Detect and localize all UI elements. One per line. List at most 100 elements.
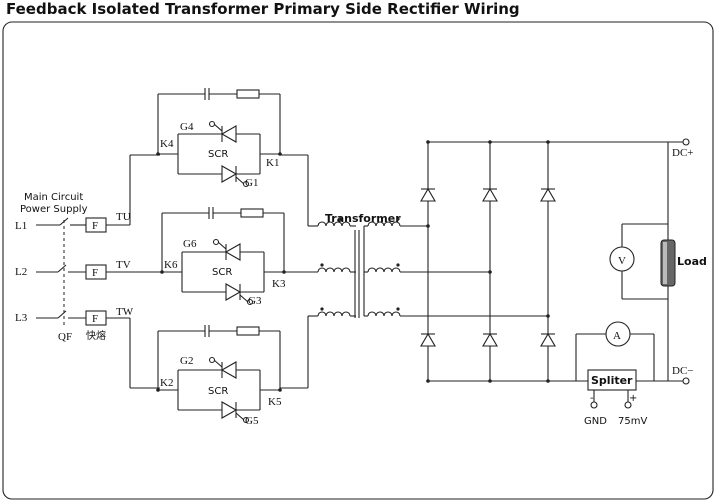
junction-dot xyxy=(278,388,282,392)
snubber-resistor xyxy=(236,89,260,99)
gate-lead xyxy=(213,359,223,368)
thyristor-triangle xyxy=(221,401,238,419)
l2-label: L2 xyxy=(15,266,27,278)
gate-terminal xyxy=(242,416,250,424)
fuse-l2-label: F xyxy=(92,267,98,279)
secondary-coil-2 xyxy=(367,267,401,273)
g1-label: G1 xyxy=(245,177,258,189)
main-circuit-label-2: Power Supply xyxy=(20,204,88,215)
l1-label: L1 xyxy=(15,220,27,232)
polarity-dot xyxy=(396,307,400,311)
scr-lower xyxy=(221,165,250,188)
scr-lower xyxy=(225,283,254,306)
g6-label: G6 xyxy=(183,238,197,250)
voltmeter-symbol: V xyxy=(618,255,626,267)
junction-dot xyxy=(160,270,164,274)
scr-upper xyxy=(208,356,237,379)
diode-upper-2 xyxy=(482,187,498,202)
coil-winding xyxy=(317,221,351,227)
ammeter-symbol: A xyxy=(613,330,621,342)
gate-terminal xyxy=(246,298,254,306)
splitter-box xyxy=(587,369,637,391)
scr-top-label: SCR xyxy=(208,149,228,160)
diode-triangle xyxy=(482,187,498,202)
coil-winding xyxy=(317,311,351,317)
thyristor-triangle xyxy=(221,165,238,183)
k2-label: K2 xyxy=(160,377,173,389)
transformer-label: Transformer xyxy=(325,212,401,225)
diode-lower-2 xyxy=(482,332,498,347)
ammeter-icon xyxy=(605,321,631,347)
diode-triangle xyxy=(420,332,436,347)
coil-winding xyxy=(367,267,401,273)
diode-triangle xyxy=(540,187,556,202)
load-highlight xyxy=(663,242,667,284)
k5-label: K5 xyxy=(268,396,282,408)
voltmeter-icon xyxy=(609,246,635,272)
diode-triangle xyxy=(482,332,498,347)
primary-coil-1 xyxy=(317,221,351,227)
rectifier-bridge xyxy=(400,140,556,383)
fuse-l1-label: F xyxy=(92,220,98,232)
thyristor-triangle xyxy=(224,243,241,261)
junction-dot xyxy=(488,270,492,274)
snubber-resistor xyxy=(236,326,260,336)
scr-modules xyxy=(156,88,286,424)
gate-terminal xyxy=(242,180,250,188)
tv-label: TV xyxy=(116,259,131,271)
dc-plus-label: DC+ xyxy=(672,147,693,159)
phase-l1-line xyxy=(36,154,160,233)
g2-label: G2 xyxy=(180,355,193,367)
tu-label: TU xyxy=(116,211,131,223)
junction-dot xyxy=(156,388,160,392)
diagram-title: Feedback Isolated Transformer Primary Si… xyxy=(6,0,520,18)
coil-winding xyxy=(367,311,401,317)
primary-coil-2 xyxy=(317,267,351,273)
g4-label: G4 xyxy=(180,121,194,133)
gate-terminal xyxy=(212,238,220,246)
thyristor-triangle xyxy=(225,283,242,301)
mv-terminal xyxy=(624,401,632,409)
snubber-resistor xyxy=(240,208,264,218)
diode-triangle xyxy=(420,187,436,202)
scr-upper xyxy=(208,120,237,143)
gate-lead xyxy=(217,241,227,250)
gate-lead xyxy=(235,412,245,421)
secondary-coil-1 xyxy=(367,221,401,227)
thyristor-triangle xyxy=(220,125,237,143)
diode-triangle xyxy=(540,332,556,347)
k6-label: K6 xyxy=(164,259,178,271)
transformer xyxy=(317,217,401,318)
thyristor-triangle xyxy=(220,361,237,379)
dc-bus xyxy=(428,138,690,385)
scr-upper xyxy=(212,238,241,261)
junction-dot xyxy=(426,224,430,228)
k1-label: K1 xyxy=(266,157,279,169)
g3-label: G3 xyxy=(248,295,262,307)
junction-dot xyxy=(156,152,160,156)
qf-label: QF xyxy=(58,331,72,343)
g5-label: G5 xyxy=(245,415,259,427)
k4-label: K4 xyxy=(160,138,174,150)
fuse-l3-label: F xyxy=(92,313,98,325)
coil-winding xyxy=(317,267,351,273)
scr-mid-label: SCR xyxy=(212,267,232,278)
scr-module-top xyxy=(156,88,282,188)
polarity-dot xyxy=(320,263,324,267)
polarity-dot xyxy=(320,307,324,311)
polarity-dot xyxy=(396,217,400,221)
junction-dot xyxy=(546,314,550,318)
diode-upper-3 xyxy=(540,187,556,202)
gnd-label: GND xyxy=(584,416,607,427)
splitter-label: Spliter xyxy=(591,374,633,387)
primary-coil-3 xyxy=(317,311,351,317)
diode-lower-1 xyxy=(420,332,436,347)
tw-label: TW xyxy=(116,306,134,318)
load-label: Load xyxy=(677,255,707,268)
ammeter-circuit xyxy=(575,333,655,402)
gate-lead xyxy=(239,294,249,303)
splitter-plus: + xyxy=(629,393,637,404)
secondary-coil-3 xyxy=(367,311,401,317)
gate-terminal xyxy=(208,120,216,128)
